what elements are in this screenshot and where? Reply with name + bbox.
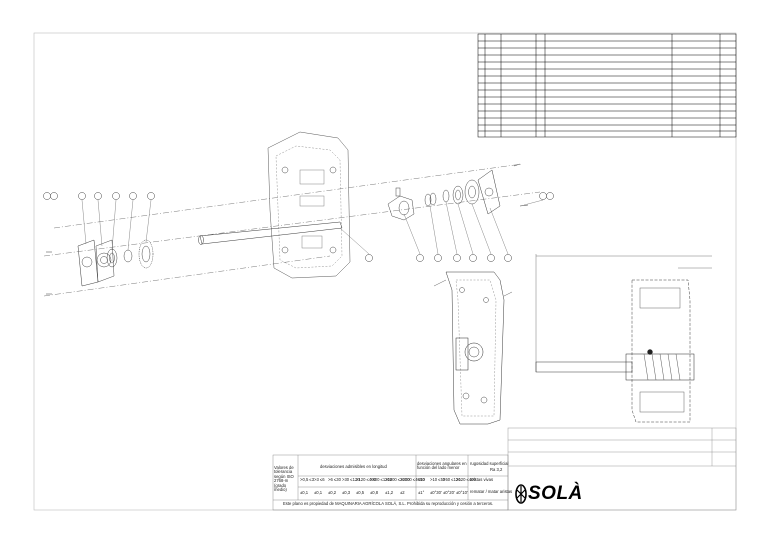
- linear-deviation-header: desviaciones admisibles en longitud: [320, 464, 387, 469]
- ownership-notice: Este plano es propiedad de MAQUINARIA AG…: [283, 501, 494, 506]
- company-logo-mark: [515, 484, 527, 504]
- part-balloons: [43, 192, 554, 262]
- tolerance-table-grid: [272, 454, 509, 511]
- linear-value-cell: ±1,2: [385, 490, 394, 495]
- angular-value-cell: ±0°10': [456, 490, 468, 495]
- angular-range-cell: >120 ≤400: [456, 477, 476, 482]
- linear-value-cell: ±0,5: [356, 490, 365, 495]
- linear-range-cell: >400 ≤1200: [370, 477, 393, 482]
- parts-list-table: [477, 33, 737, 138]
- side-view: [433, 271, 513, 425]
- assembly-center-lines: [43, 163, 541, 297]
- linear-range-cell: >0,5 ≤3: [300, 477, 315, 482]
- linear-range-cell: >3 ≤6: [314, 477, 325, 482]
- balloon-leaders: [81, 199, 544, 255]
- linear-value-cell: ±0,8: [370, 490, 379, 495]
- angular-range-cell: >50 ≤120: [443, 477, 461, 482]
- tolerance-standard-label: Valores de tolerancia según ISO 2768-m (…: [274, 465, 294, 493]
- linear-value-cell: ±2: [400, 490, 405, 495]
- front-view: [535, 254, 712, 423]
- linear-range-cell: >6 ≤30: [328, 477, 341, 482]
- company-logo-text: SOLÀ: [528, 483, 583, 504]
- linear-value-cell: ±0,3: [342, 490, 351, 495]
- edges-header: aristas vivas: [470, 477, 494, 482]
- linear-value-cell: ±0,2: [328, 490, 337, 495]
- angular-range-cell: >10 ≤50: [430, 477, 446, 482]
- linear-range-cell: >30 ≤120: [342, 477, 360, 482]
- angular-value-cell: ±0°20': [443, 490, 455, 495]
- linear-value-cell: ±0,1: [314, 490, 323, 495]
- edges-value: rematar / matar aristas: [470, 489, 513, 494]
- linear-range-cell: >1200 ≤2000: [385, 477, 410, 482]
- linear-range-cell: >120 ≤400: [356, 477, 376, 482]
- angular-range-cell: ≤10: [418, 477, 425, 482]
- exploded-assembly-view: [46, 131, 529, 295]
- angular-value-cell: ±1°: [418, 490, 425, 495]
- linear-value-cell: ±0,1: [300, 490, 309, 495]
- angular-value-cell: ±0°30': [430, 490, 442, 495]
- roughness-header: rugosidad superficial: [470, 461, 509, 466]
- angular-deviation-header: desviaciones angulares en función del la…: [417, 461, 467, 471]
- linear-range-cell: >2000 ≤4000: [400, 477, 425, 482]
- sheet-frame: [33, 32, 737, 511]
- roughness-value: Ra 3,2: [490, 467, 503, 472]
